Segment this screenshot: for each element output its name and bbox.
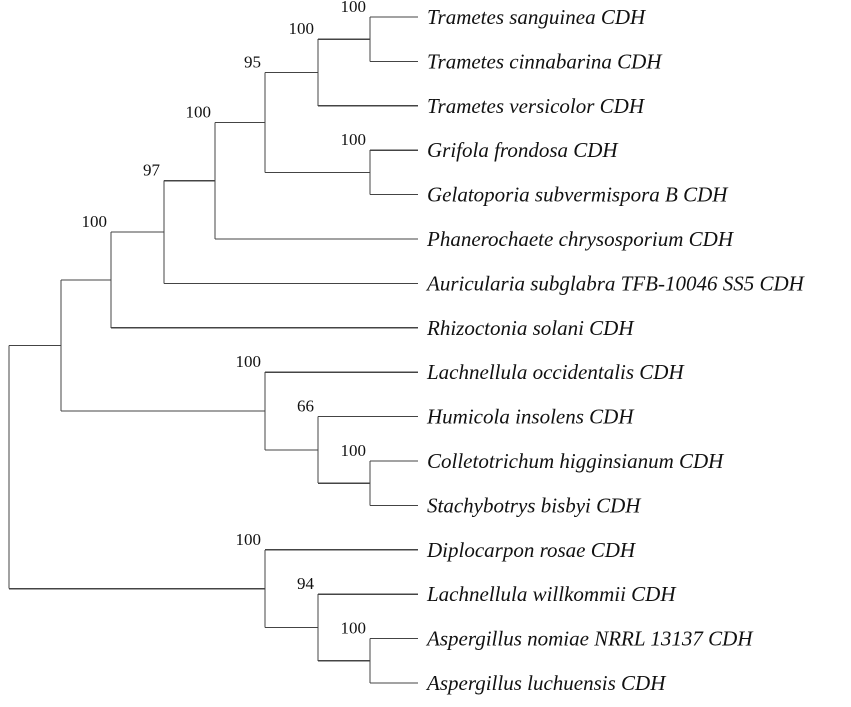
support-value: 100	[236, 352, 262, 371]
leaf-label: Trametes versicolor CDH	[427, 94, 646, 118]
leaf-label: Colletotrichum higginsianum CDH	[427, 449, 725, 473]
leaf-label: Aspergillus nomiae NRRL 13137 CDH	[425, 627, 754, 651]
leaf-label: Lachnellula occidentalis CDH	[426, 360, 685, 384]
leaf-label: Phanerochaete chrysosporium CDH	[426, 227, 735, 251]
support-value: 100	[341, 0, 367, 16]
leaf-label: Rhizoctonia solani CDH	[426, 316, 635, 340]
support-value: 100	[82, 212, 108, 231]
support-value: 94	[297, 574, 315, 593]
leaf-label: Trametes cinnabarina CDH	[427, 49, 663, 73]
support-value: 100	[341, 619, 367, 638]
leaf-label: Trametes sanguinea CDH	[427, 5, 647, 29]
leaf-label: Humicola insolens CDH	[426, 405, 635, 429]
leaf-label: Auricularia subglabra TFB-10046 SS5 CDH	[425, 271, 806, 295]
leaf-label: Stachybotrys bisbyi CDH	[427, 493, 642, 517]
leaf-label: Aspergillus luchuensis CDH	[425, 671, 667, 695]
support-value: 100	[186, 102, 212, 121]
support-values: 100 100 100 95 100 97 100 100 66 100 100 94 100	[82, 0, 367, 638]
support-value: 100	[236, 530, 262, 549]
support-value: 95	[244, 53, 261, 72]
support-value: 66	[297, 397, 314, 416]
leaf-label: Diplocarpon rosae CDH	[426, 538, 637, 562]
support-value: 100	[289, 19, 315, 38]
support-value: 100	[341, 441, 367, 460]
leaf-labels: Trametes sanguinea CDH Trametes cinnabari…	[425, 5, 806, 695]
leaf-label: Grifola frondosa CDH	[427, 138, 619, 162]
support-value: 100	[341, 130, 367, 149]
leaf-label: Gelatoporia subvermispora B CDH	[427, 183, 729, 207]
support-value: 97	[143, 161, 161, 180]
tree-branches	[8, 16, 418, 684]
leaf-label: Lachnellula willkommii CDH	[426, 582, 677, 606]
